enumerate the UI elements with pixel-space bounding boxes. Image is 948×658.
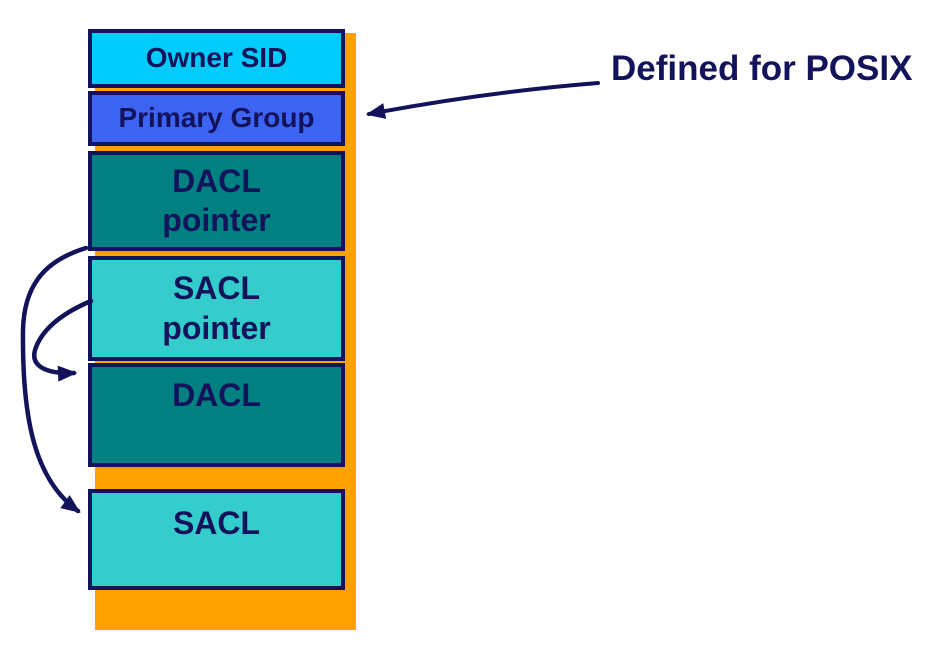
box-dacl-pointer-label-line2: pointer [162,202,271,238]
box-dacl-label: DACL [172,377,261,413]
box-owner-sid: Owner SID [88,29,345,88]
arrow-to-sacl [20,245,89,514]
box-sacl-pointer-label-line1: SACL [172,270,261,307]
posix-annotation-label: Defined for POSIX [611,49,913,88]
box-sacl-label: SACL [172,505,261,541]
box-dacl-pointer: DACL pointer [88,151,345,251]
box-dacl-pointer-label-line1: DACL [172,162,261,199]
box-primary-group: Primary Group [88,91,345,146]
box-sacl-pointer: SACL pointer [88,256,345,361]
box-dacl: DACL [88,363,345,467]
box-primary-group-label: Primary Group [118,102,315,134]
arrow-to-dacl [32,298,94,382]
box-sacl-pointer-label-line2: pointer [162,309,271,346]
box-owner-sid-label: Owner SID [145,42,288,74]
posix-annotation-arrow [365,81,600,119]
box-sacl: SACL [88,489,345,590]
